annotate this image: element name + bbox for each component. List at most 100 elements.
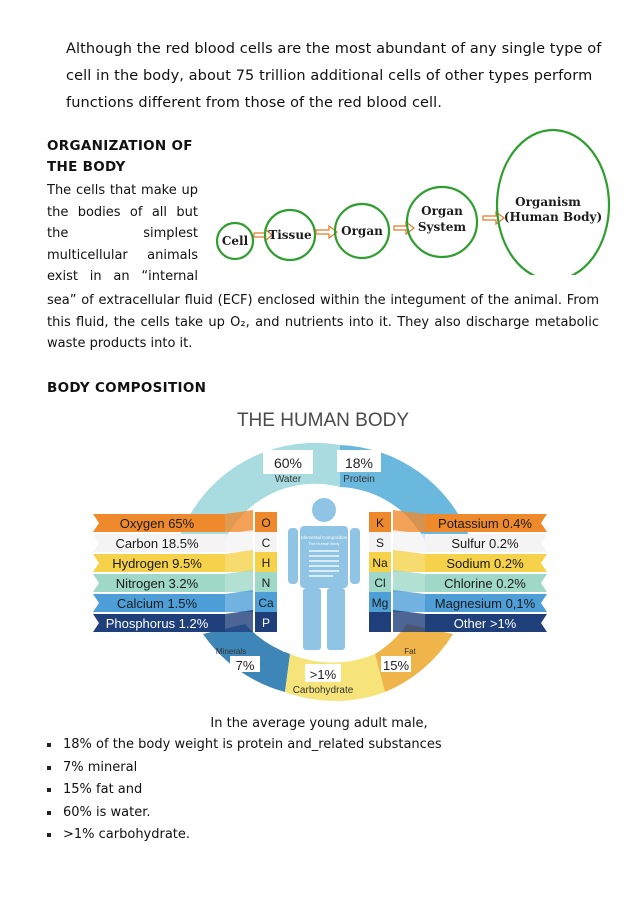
arrow-icon [393, 220, 415, 236]
left-element-label: Hydrogen 9.5% [112, 556, 202, 571]
organization-full-text: sea” of extracellular fluid (ECF) enclos… [47, 290, 599, 355]
wrap-line: multicellular animals [47, 247, 198, 263]
left-element-symbol: O [261, 516, 270, 530]
right-symbol-box [369, 572, 391, 592]
wrap-line: The cells that make up [47, 183, 198, 198]
fat-label-box [381, 656, 411, 672]
bullet-text: 7% mineral [63, 759, 138, 775]
arrow-icon [482, 210, 505, 226]
right-element-band [425, 534, 547, 552]
left-element-band [93, 574, 225, 592]
carbohydrate-name: Carbohydrate [293, 685, 354, 696]
right-element-band [425, 614, 547, 632]
organ-circle [333, 202, 391, 260]
right-element-band [425, 514, 547, 532]
right-element-band [425, 574, 547, 592]
bullet-item: >1% carbohydrate. [47, 824, 607, 847]
heading-line: ORGANIZATION OF [47, 138, 193, 154]
water-label-box [263, 450, 313, 474]
organ-system-circle [405, 185, 479, 259]
bullet-item: 60% is water. [47, 802, 607, 825]
level-label: Organism [515, 195, 581, 209]
left-element-symbol: N [262, 576, 271, 590]
left-element-fold [225, 550, 253, 572]
right-symbol-box [369, 532, 391, 552]
minerals-name: Minerals [216, 647, 246, 656]
right-element-fold [393, 530, 425, 552]
right-symbol-box [369, 512, 391, 532]
text-line [309, 565, 339, 567]
bullet-icon [47, 743, 51, 747]
left-element-label: Phosphorus 1.2% [106, 616, 209, 631]
organ-system-node: Organ System [405, 185, 479, 259]
right-element-label: Magnesium 0,1% [435, 596, 536, 611]
organization-heading: ORGANIZATION OF THE BODY [47, 136, 193, 178]
fat-segment [375, 624, 453, 692]
protein-label-box [337, 450, 381, 472]
full-line: this fluid, the cells take up O₂, and nu… [47, 314, 599, 330]
cell-node: Cell [215, 221, 255, 261]
human-body-infographic: THE HUMAN BODY 60% Water 18% Protein Min… [93, 410, 547, 701]
left-element-label: Nitrogen 3.2% [116, 576, 199, 591]
bullet-item: 15% fat and [47, 779, 607, 802]
organism-node: Organism (Human Body) [495, 128, 611, 275]
wrap-line: the simplest [47, 226, 198, 241]
fat-percent: 15% [383, 658, 409, 673]
left-element-label: Oxygen 65% [120, 516, 195, 531]
bullet-text: >1% carbohydrate. [63, 827, 191, 842]
right-element-band [425, 554, 547, 572]
left-element-fold [225, 590, 253, 612]
left-symbol-box [255, 532, 277, 552]
intro-paragraph: Although the red blood cells are the mos… [66, 36, 606, 117]
carb-label-box [305, 664, 341, 682]
right-element-label: Other >1% [454, 616, 517, 631]
figure-left-leg [303, 588, 321, 650]
organization-wrap-text: The cells that make up the bodies of all… [47, 180, 198, 288]
left-element-fold [225, 530, 253, 552]
left-element-band [93, 594, 225, 612]
right-element-fold [393, 510, 425, 532]
text-line [309, 550, 339, 552]
right-symbol-box [369, 552, 391, 572]
level-label: (Human Body) [504, 210, 602, 224]
left-element-fold [225, 570, 253, 592]
full-line: waste products into it. [47, 336, 193, 351]
left-element-band [93, 514, 225, 532]
body-composition-heading: BODY COMPOSITION [47, 380, 207, 396]
left-symbol-box [255, 592, 277, 612]
figure-right-leg [327, 588, 345, 650]
wrap-line: the bodies of all but [47, 204, 198, 220]
bullet-item: 18% of the body weight is protein and_re… [47, 734, 607, 757]
heading-line: THE BODY [47, 159, 126, 175]
left-symbol-box [255, 512, 277, 532]
left-symbol-box [255, 552, 277, 572]
left-element-symbol: C [262, 536, 271, 550]
text-line [309, 555, 339, 557]
figure-right-arm [350, 528, 360, 584]
composition-bullet-list: 18% of the body weight is protein and_re… [47, 734, 607, 847]
left-element-band [93, 614, 225, 632]
intro-line: Although the red blood cells are the mos… [66, 41, 602, 57]
bullet-icon [47, 833, 51, 837]
right-element-label: Potassium 0.4% [438, 516, 532, 531]
right-element-label: Chlorine 0.2% [444, 576, 526, 591]
cell-circle [215, 221, 255, 261]
level-label: Organ [421, 204, 463, 218]
text-line [309, 575, 333, 577]
organization-hierarchy-diagram: Cell Tissue Organ Organ System Organism … [215, 128, 611, 275]
bullet-text: 60% is water. [63, 804, 151, 820]
left-element-symbol: H [262, 556, 271, 570]
full-line: sea” of extracellular fluid (ECF) enclos… [47, 293, 599, 308]
human-figure: Elemental Composition The Human Body [283, 497, 365, 652]
bullet-text: 15% fat and [63, 782, 143, 797]
inner-sub: The Human Body [308, 541, 339, 546]
bullet-icon [47, 810, 51, 815]
composition-caption: In the average young adult male, [210, 716, 428, 731]
tissue-node: Tissue [263, 208, 317, 262]
bullet-icon [47, 765, 51, 770]
left-element-label: Calcium 1.5% [117, 596, 198, 611]
bullet-text: 18% of the body weight is protein and_re… [63, 737, 442, 752]
left-symbol-box [255, 612, 277, 632]
